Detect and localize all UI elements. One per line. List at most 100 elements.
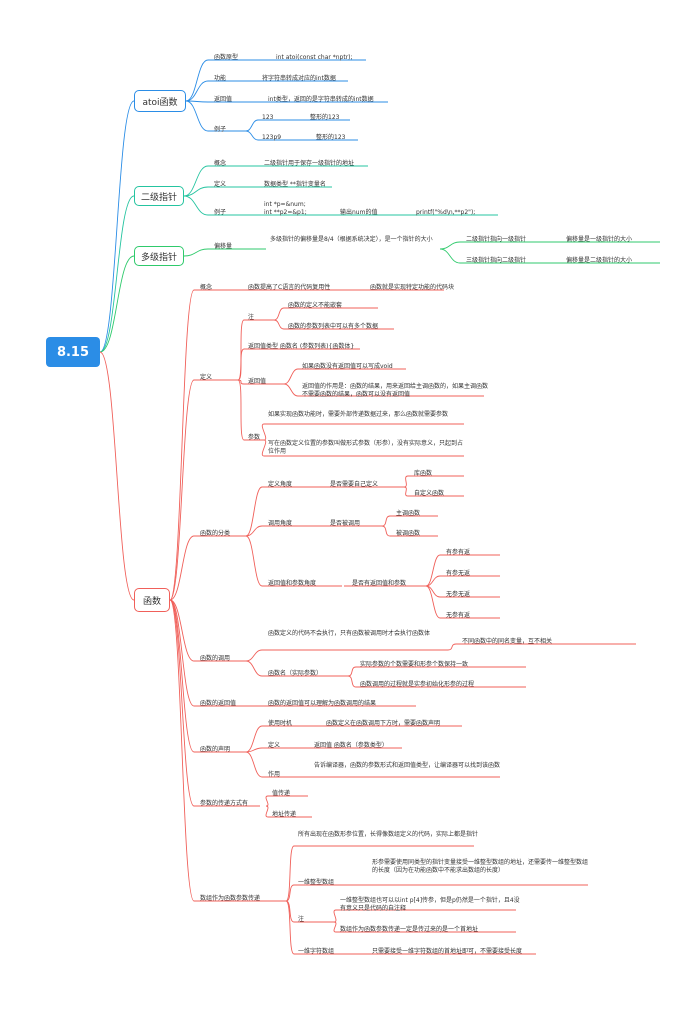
hs-ret1[interactable]: 如果函数没有返回值可以写成void — [302, 363, 393, 370]
atoi-ex1-out[interactable]: 整形的123 — [310, 114, 340, 121]
hs-syntax[interactable]: 返回值类型 函数名 (参数列表){函数体} — [248, 343, 355, 350]
hs-decl-label[interactable]: 函数的声明 — [200, 746, 231, 753]
hs-decl-when[interactable]: 函数定义在函数调用下方时，需要函数声明 — [326, 720, 441, 727]
erji-def-label[interactable]: 定义 — [214, 181, 227, 188]
hs-note2[interactable]: 函数的参数列表中可以有多个数据 — [288, 323, 379, 330]
hs-param1[interactable]: 如果实现函数功能时，需要外部传递数据过来，那么函数就需要参数 — [268, 411, 449, 418]
duoji-l2r[interactable]: 偏移量是二级指针的大小 — [566, 257, 633, 264]
hs-retval-label[interactable]: 函数的返回值 — [200, 700, 237, 707]
atoi-func-value[interactable]: 将字符串转成对应的int数据 — [262, 75, 336, 82]
duoji-l2[interactable]: 三级指针指向二级指针 — [466, 257, 527, 264]
hs-concept-label[interactable]: 概念 — [200, 284, 213, 291]
atoi-ex-label[interactable]: 例子 — [214, 126, 227, 133]
hs-ret-label[interactable]: 返回值 — [248, 378, 267, 385]
hs-c3-a[interactable]: 有参有返 — [446, 549, 471, 556]
hs-note-label[interactable]: 注 — [248, 314, 255, 321]
connector-line — [447, 643, 636, 651]
erji-ex-code2[interactable]: int **p2=&p1; — [264, 209, 307, 216]
hs-note1[interactable]: 函数的定义不能嵌套 — [288, 302, 343, 309]
hs-decl-when-label[interactable]: 使用时机 — [268, 720, 293, 727]
hs-call1[interactable]: 函数定义的代码不会执行，只有函数被调用时才会执行函数体 — [268, 630, 431, 637]
atoi-proto-label[interactable]: 函数原型 — [214, 54, 239, 61]
hs-arr2-label[interactable]: 一维整型数组 — [298, 879, 335, 886]
hs-c2-b[interactable]: 被调函数 — [396, 530, 421, 537]
connector-line — [169, 599, 286, 902]
hs-call-label[interactable]: 函数的调用 — [200, 655, 231, 662]
hs-c1-q[interactable]: 是否需要自己定义 — [330, 481, 379, 488]
erji-ex-code1[interactable]: int *p=&num; — [264, 201, 306, 208]
hs-pass-label[interactable]: 参数的传递方式有 — [200, 800, 249, 807]
erji-ex-label[interactable]: 例子 — [214, 209, 227, 216]
hs-def-label[interactable]: 定义 — [200, 374, 213, 381]
hs-c3-d[interactable]: 无参有返 — [446, 612, 471, 619]
hs-arr3a[interactable]: 一维整型数组也可以以int p[4]传参，但是p仍然是一个指针，且4没有意义只是… — [340, 897, 520, 912]
connector-line — [183, 195, 498, 216]
hs-arr-label[interactable]: 数组作为函数参数传递 — [200, 895, 261, 902]
duoji-offset-desc[interactable]: 多级指针的偏移量是8/4（根据系统决定），是一个指针的大小 — [270, 236, 433, 243]
hs-call2-label[interactable]: 函数名（实际参数） — [268, 670, 323, 677]
duoji-node[interactable]: 多级指针 — [134, 246, 184, 266]
hanshu-node[interactable]: 函数 — [134, 588, 170, 612]
hs-c1-a[interactable]: 库函数 — [414, 470, 433, 477]
duoji-l1r[interactable]: 偏移量是一级指针的大小 — [566, 236, 633, 243]
atoi-ret-value[interactable]: int类型，返回的是字符串转成的int数据 — [268, 96, 374, 103]
erji-concept-value[interactable]: 二级指针用于保存一级指针的地址 — [264, 160, 355, 167]
connector-line — [245, 725, 462, 753]
atoi-func-label[interactable]: 功能 — [214, 75, 227, 82]
hs-pass1[interactable]: 值传递 — [272, 790, 291, 797]
hs-param2[interactable]: 写在函数定义位置的参数叫做形式参数（形参），没有实际意义，只起到占位作用 — [268, 440, 464, 455]
hs-decl-def-label[interactable]: 定义 — [268, 742, 281, 749]
connector-line — [261, 423, 464, 441]
erji-def-value[interactable]: 数据类型 **指针变量名 — [264, 181, 326, 188]
hs-call2a[interactable]: 实际参数的个数需要和形参个数保持一致 — [360, 661, 469, 668]
hs-param-label[interactable]: 参数 — [248, 434, 261, 441]
root-node[interactable]: 8.15 — [46, 337, 100, 367]
atoi-ex2-in[interactable]: 123p9 — [262, 134, 282, 141]
hs-c1-b[interactable]: 自定义函数 — [414, 490, 445, 497]
connector-line — [273, 319, 394, 330]
connector-line — [99, 255, 135, 353]
duoji-offset-label[interactable]: 偏移量 — [214, 243, 233, 250]
hs-arr1[interactable]: 所有出现在函数形参位置，长得像数组定义的代码，实际上都是指针 — [298, 831, 479, 838]
hs-c2-a[interactable]: 主调函数 — [396, 510, 421, 517]
hs-arr3b[interactable]: 数组作为函数参数传递一定是传过来的是一个首地址 — [340, 926, 479, 933]
erji-concept-label[interactable]: 概念 — [214, 160, 227, 167]
hs-arr3-label[interactable]: 注 — [298, 916, 305, 923]
hs-concept-value[interactable]: 函数提高了C语言的代码复用性 — [248, 284, 331, 291]
erji-ex-out[interactable]: 输出num的值 — [340, 209, 378, 216]
hs-c3-q[interactable]: 是否有返回值和参数 — [352, 580, 407, 587]
connector-line — [99, 195, 135, 353]
hs-c1-label[interactable]: 定义角度 — [268, 481, 293, 488]
hs-arr4-label[interactable]: 一维字符数组 — [298, 948, 335, 955]
hs-c3-label[interactable]: 返回值和参数角度 — [268, 580, 317, 587]
atoi-ret-label[interactable]: 返回值 — [214, 96, 233, 103]
atoi-proto-value[interactable]: int atoi(const char *nptr); — [276, 54, 353, 61]
connector-line — [285, 900, 364, 955]
connector-line — [381, 515, 438, 527]
hs-c2-label[interactable]: 调用角度 — [268, 520, 293, 527]
hs-decl-def[interactable]: 返回值 函数名（参数类型） — [314, 742, 388, 749]
hs-call2b[interactable]: 函数调用的过程就是实参初始化形参的过程 — [360, 681, 475, 688]
hs-c2-q[interactable]: 是否被调用 — [330, 520, 361, 527]
atoi-node[interactable]: atoi函数 — [134, 90, 186, 112]
hs-arr2[interactable]: 形参需要使用同类型的指针变量接受一维整型数组的地址，还需要传一维整型数组的长度（… — [372, 859, 589, 874]
hs-ret2[interactable]: 返回值的作用是：函数的结果，用来返回给主调函数的，如果主调函数不需要函数的结果，… — [302, 383, 489, 398]
atoi-ex2-out[interactable]: 整形的123 — [316, 134, 346, 141]
connector-line — [183, 165, 368, 197]
hs-pass2[interactable]: 地址传递 — [272, 811, 297, 818]
hs-retval-value[interactable]: 函数的返回值可以理解为函数调用的结果 — [268, 700, 377, 707]
hs-arr4[interactable]: 只需要接受一维字符数组的首地址即可，不需要接受长度 — [372, 948, 523, 955]
hs-class-label[interactable]: 函数的分类 — [200, 530, 231, 537]
erji-ex-printf[interactable]: printf("%d\n,**p2"); — [416, 209, 476, 216]
hs-c3-c[interactable]: 无参无返 — [446, 591, 471, 598]
atoi-ex1-in[interactable]: 123 — [262, 114, 274, 121]
hs-decl-use-label[interactable]: 作用 — [268, 771, 281, 778]
hs-c3-b[interactable]: 有参无返 — [446, 570, 471, 577]
hs-call1r[interactable]: 不同函数中的同名变量，互不相关 — [462, 638, 553, 645]
connector-line — [169, 535, 246, 601]
hs-decl-use[interactable]: 告诉编译器，函数的参数形式和返回值类型，让编译器可以找到该函数 — [314, 762, 501, 769]
hs-concept-value2[interactable]: 函数就是实现特定功能的代码块 — [370, 284, 455, 291]
duoji-l1[interactable]: 二级指针指向一级指针 — [466, 236, 527, 243]
connector-line — [185, 100, 246, 132]
erji-node[interactable]: 二级指针 — [134, 186, 184, 206]
